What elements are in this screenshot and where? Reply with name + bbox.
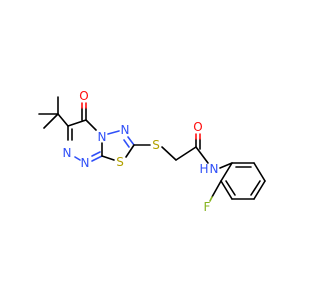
bond — [161, 146, 177, 161]
atom-label-oxygen: O — [193, 120, 202, 134]
bond — [209, 196, 213, 202]
bond — [101, 155, 115, 161]
bond — [57, 113, 69, 127]
bond — [225, 180, 236, 196]
atom-label-sulfur: S — [152, 138, 160, 152]
molecule-structure: O N N N N S S O N H F — [38, 89, 266, 214]
bond — [74, 156, 81, 161]
atom-label-nitrogen: N — [98, 130, 107, 144]
bond — [195, 146, 209, 164]
bond — [123, 139, 130, 148]
tert-butyl-group — [38, 96, 69, 129]
bond — [220, 162, 233, 182]
atom-label-nitrogen: N — [210, 162, 219, 176]
bond — [43, 113, 59, 129]
atom-label-hydrogen: H — [199, 162, 208, 176]
bond — [127, 136, 135, 146]
triazinone-ring — [67, 102, 103, 162]
bond — [219, 162, 233, 169]
atom-labels: O N N N N S S O N H F — [63, 89, 219, 214]
bond — [91, 151, 101, 157]
bond — [91, 155, 103, 162]
atom-label-sulfur: S — [116, 155, 124, 169]
atom-label-nitrogen: N — [121, 123, 130, 137]
atom-label-oxygen: O — [79, 89, 88, 103]
linker-chain — [133, 133, 233, 169]
bond — [211, 180, 222, 198]
thiadiazole-ring — [101, 130, 135, 161]
bond — [253, 180, 266, 200]
bond — [253, 162, 266, 182]
atom-label-fluorine: F — [204, 200, 211, 214]
bond — [125, 144, 135, 158]
bond — [220, 180, 233, 200]
fluorophenyl-ring — [209, 162, 266, 202]
atom-label-nitrogen: N — [81, 156, 90, 170]
bond — [250, 180, 261, 196]
atom-label-nitrogen: N — [63, 146, 72, 160]
bond — [85, 119, 97, 131]
bond — [107, 130, 120, 135]
bond — [67, 119, 87, 127]
bond — [175, 146, 197, 161]
